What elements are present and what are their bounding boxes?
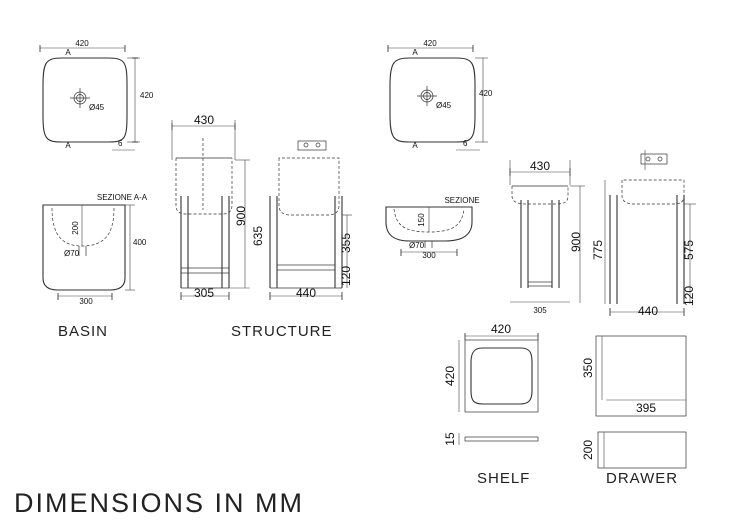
right-section-width-label: 300 <box>422 251 436 260</box>
right-section-depth-label: 150 <box>417 213 426 227</box>
right-section-mark-top: A <box>412 48 418 57</box>
right-structure-front: 430 900 305 <box>509 159 585 315</box>
drawer-width-label: 395 <box>636 401 656 415</box>
drawer-drawing: 350 395 200 <box>581 335 687 469</box>
left-structure-lower-height-label: 635 <box>251 226 265 246</box>
right-structure-top-label: 430 <box>530 159 550 173</box>
shelf-drawing: 420 420 15 <box>443 322 539 446</box>
right-structure-side-bottom-label: 120 <box>682 286 696 306</box>
left-section-height-label: 400 <box>133 238 147 247</box>
left-structure-side: 355 120 440 <box>269 140 353 300</box>
left-section-width-label: 300 <box>79 297 93 306</box>
right-basin-offset-label: 6 <box>463 139 468 148</box>
right-structure-side: 775 575 120 440 <box>591 150 696 318</box>
right-section-waste-label: Ø70 <box>409 241 425 250</box>
drawer-height-label: 350 <box>581 358 595 378</box>
left-section-waste-label: Ø70 <box>64 249 80 258</box>
right-structure-height-label: 900 <box>569 232 583 252</box>
drawer-side-height-label: 200 <box>581 440 595 460</box>
right-basin-top-view: 420 A Ø45 420 A 6 <box>387 39 493 151</box>
drawer-caption: DRAWER <box>606 470 678 487</box>
left-basin-offset-label: 6 <box>118 139 123 148</box>
left-structure-side-bottom-label: 120 <box>339 266 353 286</box>
left-basin-top-view: 420 A Ø45 420 A 6 <box>39 39 154 151</box>
right-structure-base-label: 305 <box>533 306 547 315</box>
left-structure-side-base-label: 440 <box>296 286 316 300</box>
right-section-mark-bottom: A <box>412 141 418 150</box>
left-structure-top-label: 430 <box>194 113 214 127</box>
right-basin-width-label: 420 <box>423 39 437 48</box>
shelf-thickness-label: 15 <box>443 432 457 446</box>
left-structure-base-label: 305 <box>194 286 214 300</box>
left-section-depth-label: 200 <box>71 221 80 235</box>
left-structure-height-label: 900 <box>234 206 248 226</box>
right-basin-waste-label: Ø45 <box>436 101 452 110</box>
left-structure-front: 430 900 635 305 <box>171 113 265 300</box>
structure-caption: STRUCTURE <box>231 323 333 340</box>
shelf-depth-label: 420 <box>443 366 457 386</box>
left-basin-width-label: 420 <box>75 39 89 48</box>
left-basin-section: SEZIONE A-A 200 Ø70 400 300 <box>42 193 148 306</box>
right-structure-side-height-label: 575 <box>682 240 696 260</box>
left-section-mark-top: A <box>65 48 71 57</box>
left-basin-waste-label: Ø45 <box>89 103 105 112</box>
page-title: DIMENSIONS IN MM <box>14 488 304 518</box>
basin-caption: BASIN <box>58 323 108 340</box>
right-basin-depth-label: 420 <box>479 89 493 98</box>
right-structure-total-height-label: 775 <box>591 240 605 260</box>
shelf-caption: SHELF <box>477 470 530 487</box>
right-basin-section: SEZIONE 150 Ø70 300 <box>385 196 480 260</box>
left-basin-depth-label: 420 <box>140 91 154 100</box>
left-structure-side-height-label: 355 <box>339 233 353 253</box>
right-structure-side-base-label: 440 <box>638 304 658 318</box>
left-section-mark-bottom: A <box>65 141 71 150</box>
shelf-width-label: 420 <box>491 322 511 336</box>
left-section-title: SEZIONE A-A <box>97 193 148 202</box>
right-section-title: SEZIONE <box>444 196 479 205</box>
